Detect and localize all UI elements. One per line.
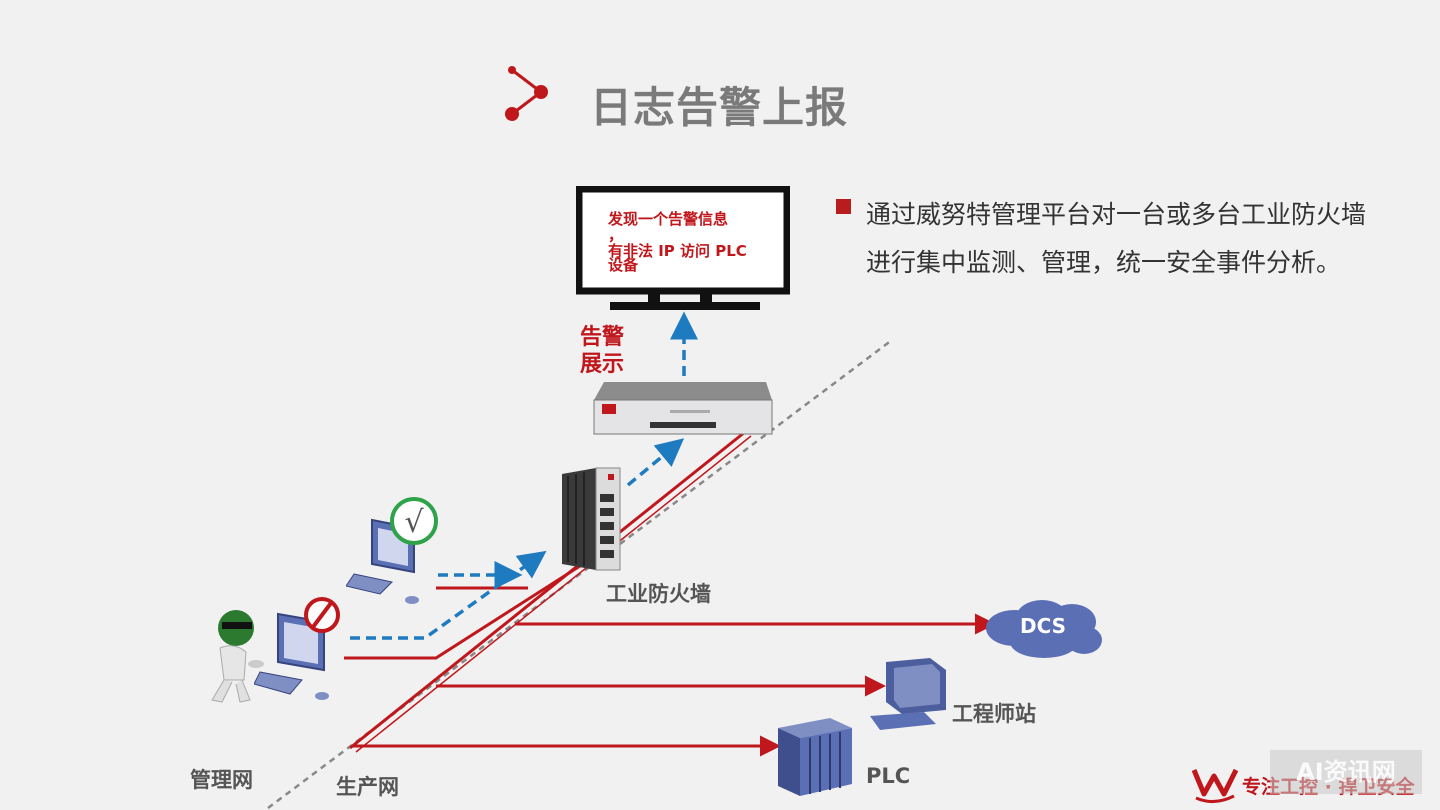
firewall-device-icon	[562, 467, 621, 571]
hacker-icon	[211, 610, 264, 703]
network-boundary-line	[267, 339, 893, 809]
firewall-label: 工业防火墙	[606, 582, 711, 606]
allowed-check-icon: √	[390, 497, 438, 545]
alarm-display-line2: 展示	[580, 352, 625, 377]
alarm-display-label: 告警 展示	[580, 324, 640, 378]
engineer-station-label: 工程师站	[952, 702, 1036, 726]
bullet-marker	[836, 199, 851, 214]
production-bus-line	[349, 430, 746, 750]
engineer-station-icon	[870, 658, 946, 730]
alert-message-line1: 发现一个告警信息	[608, 210, 729, 228]
svg-text:√: √	[404, 505, 424, 540]
watermark: AI资讯网	[1270, 750, 1422, 794]
alarm-display-line1: 告警	[580, 325, 625, 350]
plc-rack-icon	[778, 718, 852, 796]
molecule-icon	[505, 66, 548, 121]
flow-illegal	[350, 550, 547, 640]
page-title: 日志告警上报	[590, 83, 849, 132]
blocked-icon	[304, 597, 340, 633]
bullet-text-line2: 进行集中监测、管理，统一安全事件分析。	[866, 248, 1342, 277]
alert-message-line3: 有非法 IP 访问 PLC	[608, 242, 747, 260]
alert-message: 发现一个告警信息 ， 有非法 IP 访问 PLC 设备	[608, 208, 776, 276]
plc-label: PLC	[866, 764, 911, 788]
alert-message-line2: ，	[608, 226, 624, 244]
flow-firewall-to-platform	[626, 438, 685, 487]
management-network-label: 管理网	[190, 768, 253, 792]
platform-appliance-icon	[593, 382, 773, 435]
production-network-label: 生产网	[336, 775, 399, 799]
monitor-icon	[576, 186, 790, 310]
dcs-cloud-icon	[986, 600, 1102, 658]
bullet-text-line1: 通过威努特管理平台对一台或多台工业防火墙	[866, 200, 1367, 229]
dcs-label: DCS	[1020, 614, 1067, 638]
link-mgmt-2	[344, 564, 581, 660]
alert-message-line4: 设备	[608, 256, 639, 274]
brand-logo-icon	[1192, 768, 1238, 803]
